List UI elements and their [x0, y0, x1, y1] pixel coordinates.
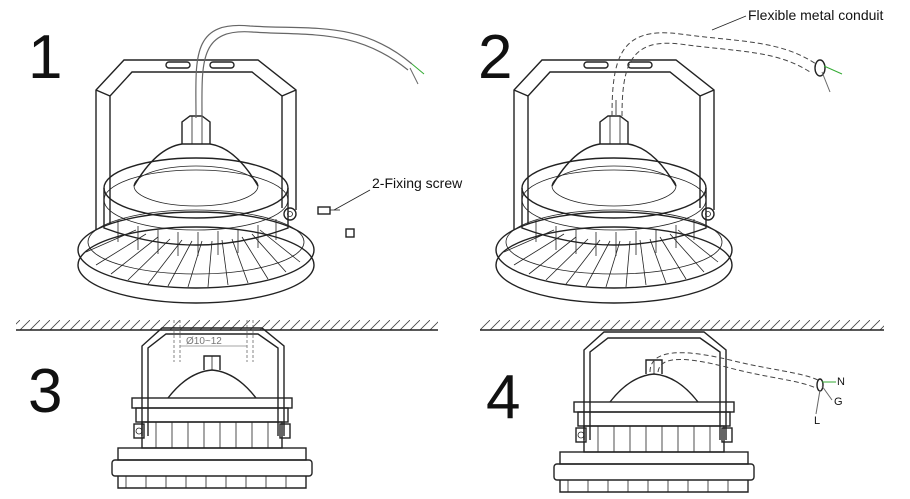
step-number-2: 2 [478, 23, 512, 92]
step-number-3: 3 [28, 357, 62, 426]
fixing-screws [317, 206, 355, 238]
panel-4-ceiling [480, 320, 884, 331]
panel-4-wires [815, 381, 836, 415]
step-number-1: 1 [28, 23, 62, 92]
wire-label-g: G [834, 396, 843, 408]
panel-3-anchor-bolts [173, 320, 254, 362]
panel-3-ceiling [16, 320, 438, 331]
conduit-leader [711, 15, 747, 31]
step-number-4: 4 [486, 363, 520, 432]
panel-4-conduit [649, 352, 819, 381]
fixing-screw-label: 2-Fixing screw [372, 175, 463, 191]
wire-label-n: N [837, 376, 845, 388]
panel-2-lamp [495, 59, 733, 304]
wire-label-l: L [814, 415, 820, 427]
panel-1-cable [195, 24, 413, 119]
flexible-conduit [611, 32, 817, 117]
panel-4-lamp [553, 331, 755, 493]
conduit-label: Flexible metal conduit [748, 7, 884, 23]
dimension-label: Ø10~12 [186, 336, 222, 347]
fixing-screw-leader [333, 189, 371, 211]
panel-3-lamp [111, 327, 313, 489]
